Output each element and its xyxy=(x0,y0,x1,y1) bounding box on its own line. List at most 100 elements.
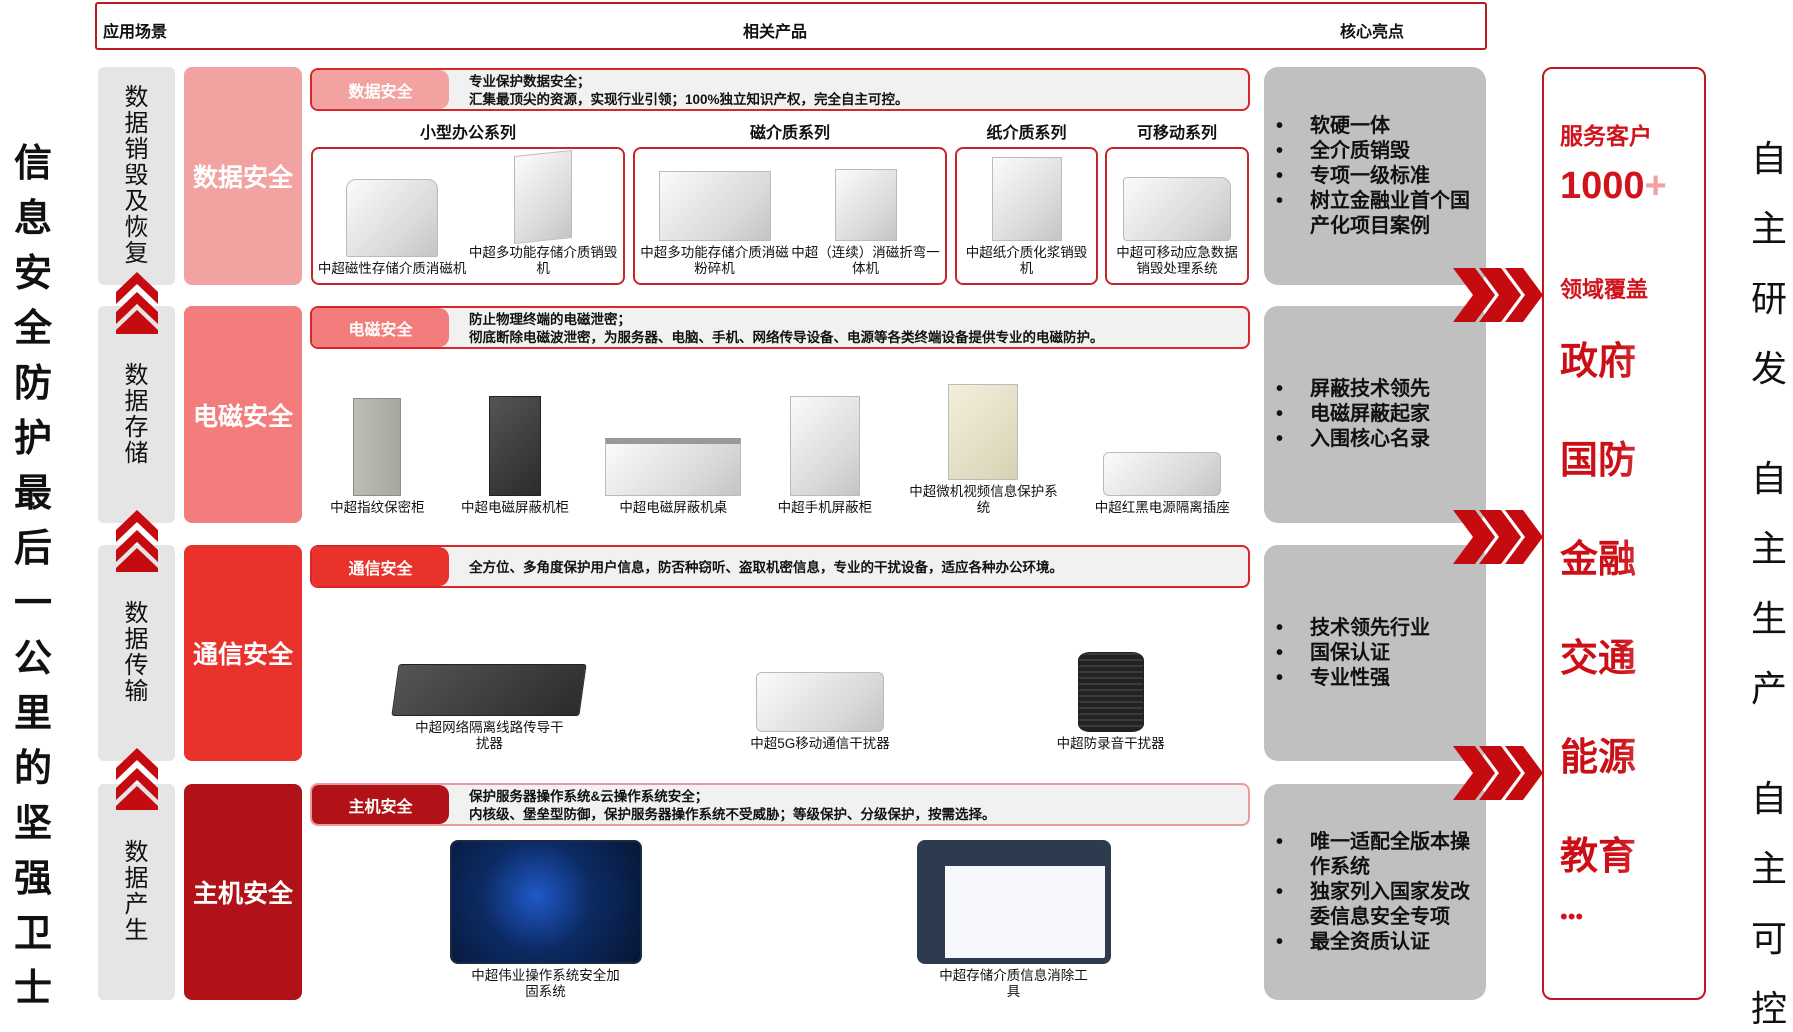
product-item[interactable]: 中超多功能存储介质消磁粉碎机 xyxy=(640,171,790,277)
highlight-text: 屏蔽技术领先 xyxy=(1310,378,1430,400)
product-name: 中超可移动应急数据销毁处理系统 xyxy=(1116,245,1238,276)
product-item[interactable]: 中超电磁屏蔽机柜 xyxy=(461,396,569,516)
product-row-em: 中超指纹保密柜 中超电磁屏蔽机柜中超电磁屏蔽机桌中超手机屏蔽柜 中超微机视频信息保护… xyxy=(312,352,1248,516)
chevron-right-icon xyxy=(1453,746,1543,800)
stage-char: 数 xyxy=(124,839,149,866)
bullet-icon: • xyxy=(1276,403,1284,425)
section-tag: 数据安全 xyxy=(312,70,449,109)
section-description: 防止物理终端的电磁泄密；彻底断除电磁波泄密，为服务器、电脑、手机、网络传导设备、… xyxy=(449,308,1104,347)
highlight-text: 国保认证 xyxy=(1310,641,1390,664)
stage-3: 数据产生 xyxy=(98,784,175,1000)
highlight-item: •专项一级标准 xyxy=(1276,164,1486,189)
product-name: 中超微机视频信息保护系统 xyxy=(909,484,1058,515)
degauss-bender-icon xyxy=(834,169,897,241)
title-char: 信 xyxy=(13,143,52,185)
section-banner-em: 电磁安全防止物理终端的电磁泄密；彻底断除电磁波泄密，为服务器、电脑、手机、网络传… xyxy=(310,306,1250,349)
slogan-group: 自主生产 xyxy=(1745,450,1793,712)
product-item[interactable]: 中超电磁屏蔽机桌 xyxy=(605,438,742,516)
product-item[interactable]: 中超可移动应急数据销毁处理系统 xyxy=(1111,177,1243,277)
section-banner-data: 数据安全专业保护数据安全；汇集最顶尖的资源，实现行业引领；100%独立知识产权，… xyxy=(310,68,1250,111)
product-name: 中超手机屏蔽柜 xyxy=(777,500,873,515)
highlight-card: •软硬一体•全介质销毁•专项一级标准•树立金融业首个国产化项目案例 xyxy=(1264,67,1486,285)
product-name: 中超指纹保密柜 xyxy=(330,500,425,515)
title-char: 士 xyxy=(13,968,52,1010)
title-char: 的 xyxy=(13,748,52,790)
bullet-icon: • xyxy=(1276,378,1284,400)
slogan-char: 发 xyxy=(1750,348,1787,389)
stage-char: 传 xyxy=(124,652,149,679)
stage-0: 数据销毁及恢复 xyxy=(98,67,175,285)
product-item[interactable]: 中超伟业操作系统安全加固系统 xyxy=(449,840,642,1000)
highlight-text: 树立金融业首个国产化项目案例 xyxy=(1310,189,1470,237)
header-highlights: 核心亮点 xyxy=(1340,24,1405,41)
product-item[interactable]: 中超纸介质化浆销毁机 xyxy=(961,157,1092,277)
product-item[interactable]: 中超指纹保密柜 xyxy=(330,398,425,516)
highlight-text: 软硬一体 xyxy=(1310,114,1390,137)
header-products: 相关产品 xyxy=(743,24,808,41)
section-banner-host: 主机安全保护服务器操作系统&云操作系统安全；内核级、堡垒型防御，保护服务器操作系… xyxy=(310,783,1250,826)
chevron-up-icon xyxy=(116,748,158,810)
bullet-icon: • xyxy=(1276,830,1284,853)
highlight-item: •唯一适配全版本操作系统 xyxy=(1276,830,1486,880)
stage-char: 恢 xyxy=(124,214,149,241)
product-item[interactable]: 中超防录音干扰器 xyxy=(1057,652,1165,752)
product-item[interactable]: 中超红黑电源隔离插座 xyxy=(1095,452,1230,516)
stage-char: 毁 xyxy=(124,162,149,189)
slogan-char: 控 xyxy=(1750,988,1787,1029)
product-item[interactable]: 中超微机视频信息保护系统 xyxy=(908,384,1058,516)
chevron-right-icon xyxy=(1453,268,1543,322)
highlight-item: • 屏蔽技术领先 xyxy=(1276,377,1486,402)
product-item[interactable]: 中超网络隔离线路传导干扰器 xyxy=(391,664,588,752)
product-name: 中超磁性存储介质消磁机 xyxy=(317,261,467,276)
highlight-item: • 树立金融业首个国产化项目案例 xyxy=(1276,189,1486,239)
product-name: 中超伟业操作系统安全加固系统 xyxy=(471,968,620,999)
product-item[interactable]: 中超5G移动通信干扰器 xyxy=(750,672,890,752)
product-item[interactable]: 中超多功能存储介质销毁机 xyxy=(468,149,618,277)
title-char: 最 xyxy=(13,473,52,515)
stage-char: 存 xyxy=(124,413,149,441)
slogan-group: 自主研发 xyxy=(1745,130,1793,392)
video-protector-icon xyxy=(948,384,1019,480)
bullet-icon: • xyxy=(1276,880,1284,903)
customers-suffix: + xyxy=(1644,165,1667,207)
description-line: 保护服务器操作系统&云操作系统安全； xyxy=(469,789,709,804)
product-item[interactable]: 中超（连续）消磁折弯一体机 xyxy=(791,169,941,277)
section-description: 专业保护数据安全；汇集最顶尖的资源，实现行业引领；100%独立知识产权，完全自主… xyxy=(449,70,909,109)
stage-char: 据 xyxy=(124,387,149,415)
product-name: 中超5G移动通信干扰器 xyxy=(750,736,890,751)
bullet-icon: • xyxy=(1276,616,1284,639)
slogan-char: 自 xyxy=(1750,778,1787,819)
highlight-card: • 屏蔽技术领先 • 电磁屏蔽起家•入围核心名录 xyxy=(1264,306,1486,523)
product-name: 中超（连续）消磁折弯一体机 xyxy=(791,245,940,276)
stage-char: 据 xyxy=(124,626,149,653)
description-line: 内核级、堡垒型防御，保护服务器操作系统不受威胁；等级保护、分级保护，按需选择。 xyxy=(469,807,996,822)
series-label: 小型办公系列 xyxy=(419,125,516,142)
bullet-icon: • xyxy=(1276,189,1284,212)
product-name: 中超存储介质信息消除工具 xyxy=(939,968,1088,999)
description-line: 汇集最顶尖的资源，实现行业引领；100%独立知识产权，完全自主可控。 xyxy=(469,92,909,107)
category-comm: 通信安全 xyxy=(184,545,302,761)
product-item[interactable]: 中超存储介质信息消除工具 xyxy=(916,840,1111,1000)
product-item[interactable]: 中超手机屏蔽柜 xyxy=(777,396,873,516)
more-ellipsis: ••• xyxy=(1560,904,1584,929)
product-name: 中超多功能存储介质消磁粉碎机 xyxy=(640,245,789,276)
stage-char: 产 xyxy=(124,891,149,918)
recorder-jammer-icon xyxy=(1077,652,1144,732)
highlight-text: 技术领先行业 xyxy=(1310,616,1430,639)
section-tag: 通信安全 xyxy=(312,547,449,586)
product-series-box: 中超可移动应急数据销毁处理系统 xyxy=(1105,147,1249,285)
slogan-char: 自 xyxy=(1750,458,1787,499)
stage-char: 输 xyxy=(124,678,149,705)
stage-char: 销 xyxy=(124,136,149,163)
sector-3: 交通 xyxy=(1560,627,1704,682)
highlight-text: 入围核心名录 xyxy=(1310,428,1430,450)
product-item[interactable]: 中超磁性存储介质消磁机 xyxy=(317,179,467,277)
customers-label: 服务客户 xyxy=(1560,123,1652,149)
highlight-item: •入围核心名录 xyxy=(1276,427,1486,452)
phone-cabinet-icon xyxy=(789,396,860,496)
bullet-icon: • xyxy=(1276,666,1284,689)
product-series-box: 中超纸介质化浆销毁机 xyxy=(955,147,1098,285)
sector-0: 政府 xyxy=(1560,330,1704,385)
highlight-text: 电磁屏蔽起家 xyxy=(1310,403,1430,425)
sector-1: 国防 xyxy=(1560,429,1704,484)
